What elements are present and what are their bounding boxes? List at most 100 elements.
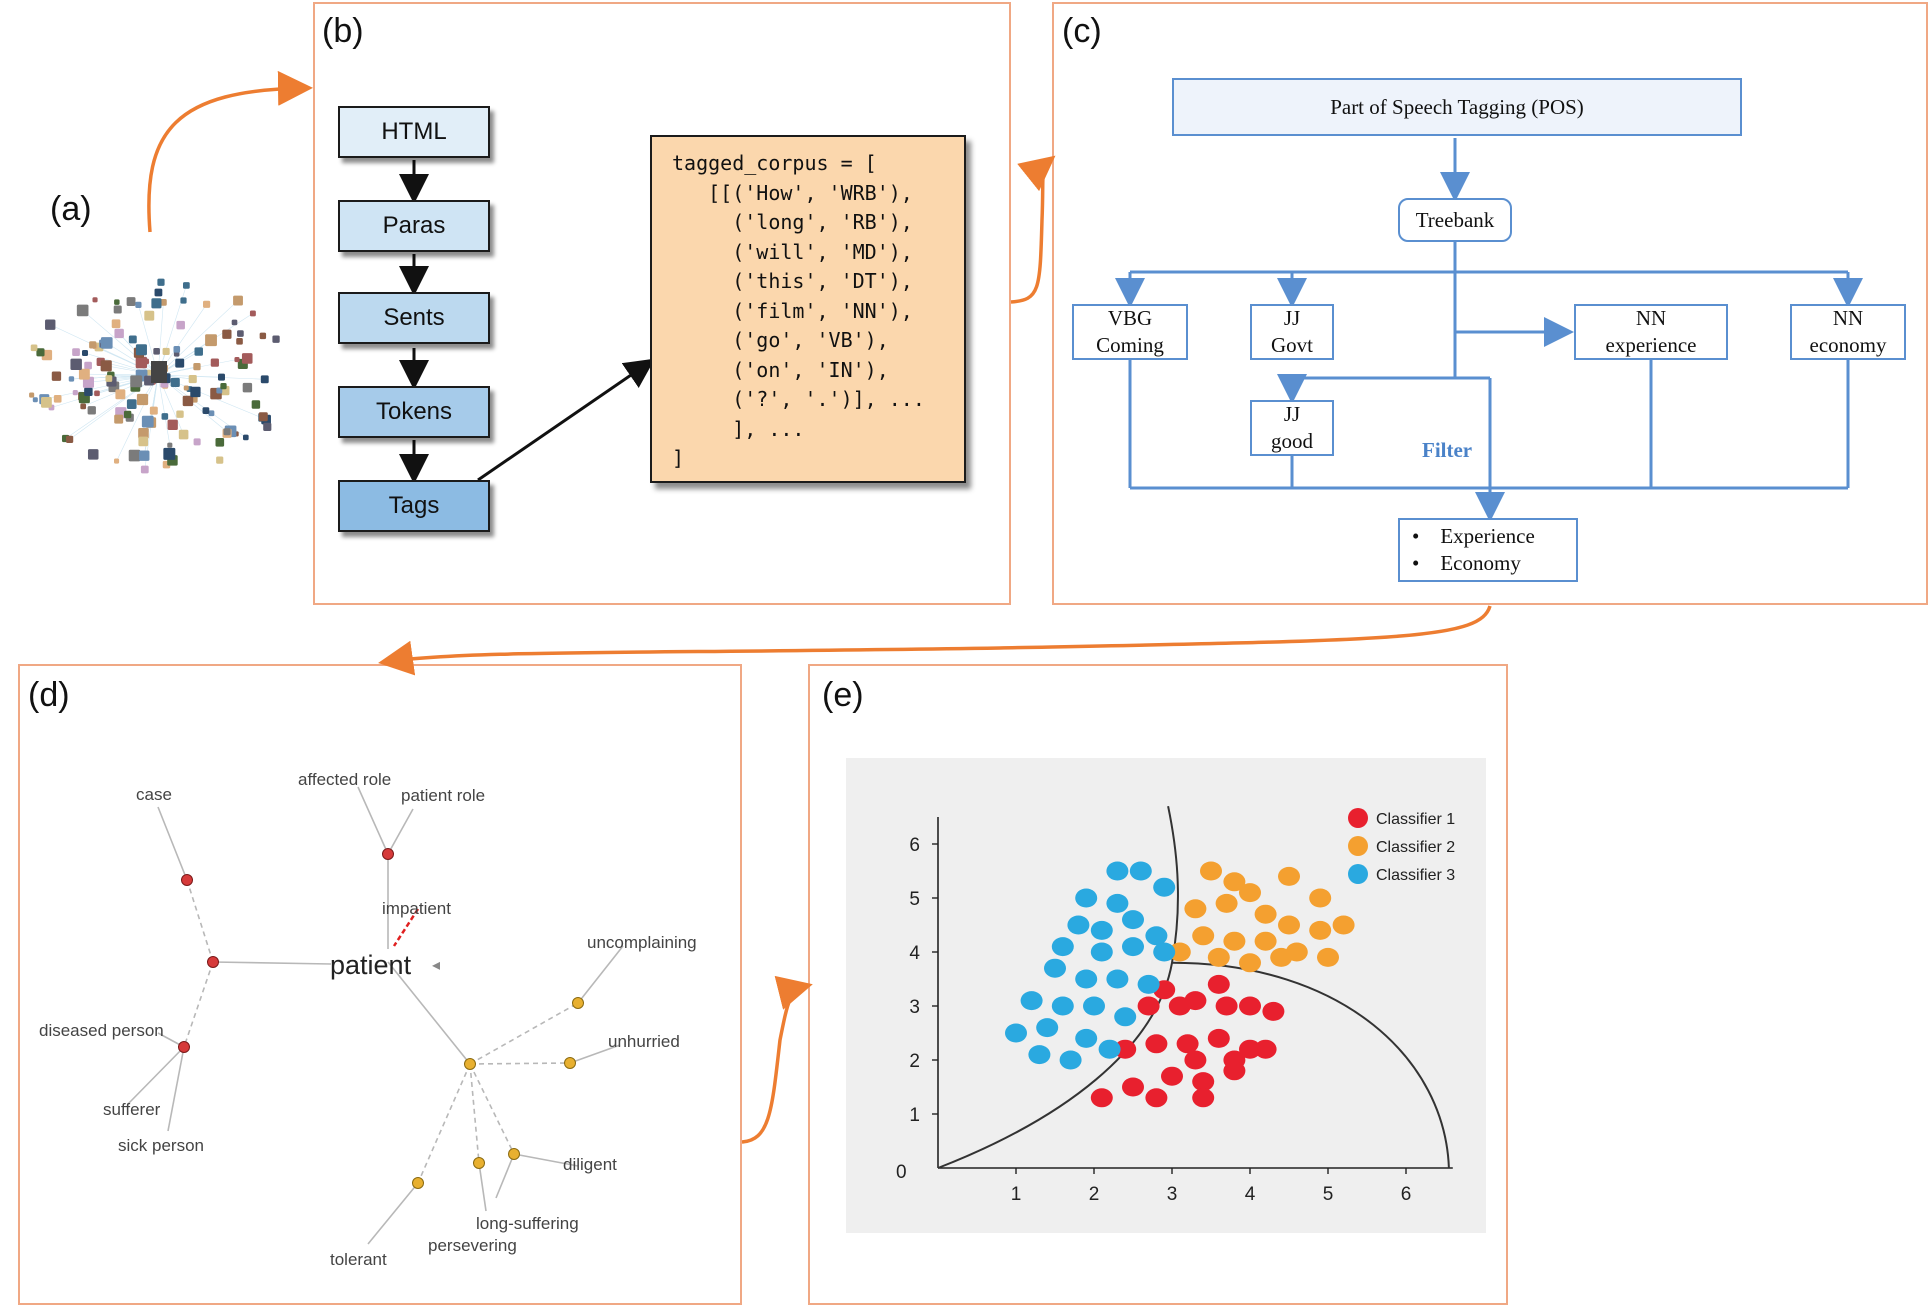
wordnet-word-diligent: diligent: [563, 1155, 617, 1174]
network-node: [32, 397, 38, 403]
network-node: [251, 400, 261, 409]
network-node: [260, 375, 269, 384]
network-node: [178, 429, 189, 440]
wordnet-node: [464, 1058, 476, 1070]
network-node: [173, 346, 181, 353]
scatter-point: [1106, 893, 1129, 913]
panel-c-label: (c): [1062, 12, 1102, 50]
network-node: [161, 413, 169, 420]
network-node: [157, 278, 165, 286]
scatter-point: [1122, 910, 1144, 930]
network-node: [149, 406, 158, 415]
x-tick-label: 3: [1167, 1184, 1178, 1205]
scatter-point: [1254, 931, 1277, 951]
network-node: [144, 310, 155, 321]
network-node: [78, 368, 90, 380]
network-node: [66, 435, 74, 443]
network-node: [135, 356, 148, 369]
network-node: [87, 406, 96, 415]
scatter-point: [1309, 888, 1332, 908]
wordnet-node: [382, 848, 394, 860]
network-node: [105, 375, 113, 382]
scatter-point: [1309, 920, 1332, 940]
network-node: [111, 319, 121, 329]
wordnet-graph: patient ◂ case affected role patient rol…: [39, 770, 697, 1269]
decision-boundary: [1171, 961, 1450, 1169]
network-node: [84, 387, 93, 397]
scatter-point: [1051, 937, 1074, 957]
network-node: [114, 458, 120, 464]
scatter-point: [1020, 991, 1043, 1011]
legend-label: Classifier 1: [1376, 811, 1455, 828]
network-node: [167, 419, 178, 430]
scatter-point: [1239, 883, 1261, 903]
network-node: [190, 386, 201, 398]
pos-tag-box-jj-good: JJ good: [1250, 400, 1334, 456]
pos-word: economy: [1809, 333, 1887, 357]
pos-result-item: • Economy: [1412, 551, 1521, 575]
scatter-point: [1137, 996, 1160, 1016]
scatter-point: [1106, 969, 1129, 989]
wordnet-node: [564, 1057, 576, 1069]
scatter-point: [1083, 996, 1105, 1016]
y-tick-label: 6: [909, 835, 920, 856]
network-node: [126, 297, 136, 307]
network-node: [175, 358, 185, 368]
scatter-point: [1254, 1039, 1277, 1059]
scatter-point: [1207, 1028, 1230, 1048]
network-node: [41, 396, 52, 408]
wordnet-word-persevering: persevering: [428, 1236, 517, 1255]
network-node: [140, 465, 149, 474]
pos-word: Govt: [1271, 333, 1313, 357]
scatter-point: [1090, 920, 1113, 940]
legend-label: Classifier 3: [1376, 867, 1455, 884]
network-node: [130, 375, 143, 388]
network-node: [183, 385, 189, 391]
network-node: [163, 447, 176, 460]
network-node: [205, 334, 217, 347]
network-node: [141, 415, 154, 428]
network-node: [210, 358, 219, 367]
network-node: [100, 337, 113, 349]
tagged-corpus-code: tagged_corpus = [ [[('How', 'WRB'), ('lo…: [650, 135, 966, 483]
network-node: [263, 422, 272, 431]
scatter-point: [1059, 1050, 1082, 1070]
scatter-point: [1075, 1028, 1098, 1048]
pos-word: experience: [1605, 333, 1697, 357]
network-node: [51, 371, 62, 381]
scatter-point: [1192, 926, 1215, 946]
network-node: [154, 288, 163, 297]
treebank-box: Treebank: [1398, 198, 1512, 242]
network-node: [241, 353, 253, 364]
network-node: [272, 335, 280, 343]
pipeline-step-tokens: Tokens: [338, 386, 490, 438]
network-node: [160, 299, 167, 306]
scatter-point: [1215, 893, 1238, 913]
scatter-point: [1223, 1061, 1246, 1081]
pos-result-text: Experience: [1440, 524, 1535, 548]
scatter-point: [1223, 872, 1246, 892]
network-node: [81, 350, 89, 357]
network-node: [136, 393, 149, 406]
scatter-point: [1090, 1088, 1113, 1108]
network-node: [193, 362, 201, 371]
network-node: [126, 399, 137, 409]
wordnet-node: [207, 956, 219, 968]
scatter-point: [1051, 996, 1074, 1016]
wordnet-node: [412, 1177, 424, 1189]
network-node: [162, 347, 170, 356]
y-tick-label: 4: [909, 943, 920, 964]
wordnet-node: [572, 997, 584, 1009]
y-tick-label: 2: [909, 1051, 920, 1072]
wordnet-word-tolerant: tolerant: [330, 1250, 387, 1269]
scatter-point: [1270, 947, 1293, 967]
scatter-point: [1122, 937, 1144, 957]
x-tick-label: 4: [1245, 1184, 1256, 1205]
network-node: [36, 348, 45, 357]
wordnet-word-uncomplaining: uncomplaining: [587, 933, 697, 952]
wordnet-word-patient-role: patient role: [401, 786, 485, 805]
network-node: [188, 374, 197, 384]
network-node: [70, 358, 82, 371]
scatter-point: [1122, 1077, 1144, 1097]
scatter-point: [1168, 942, 1191, 962]
